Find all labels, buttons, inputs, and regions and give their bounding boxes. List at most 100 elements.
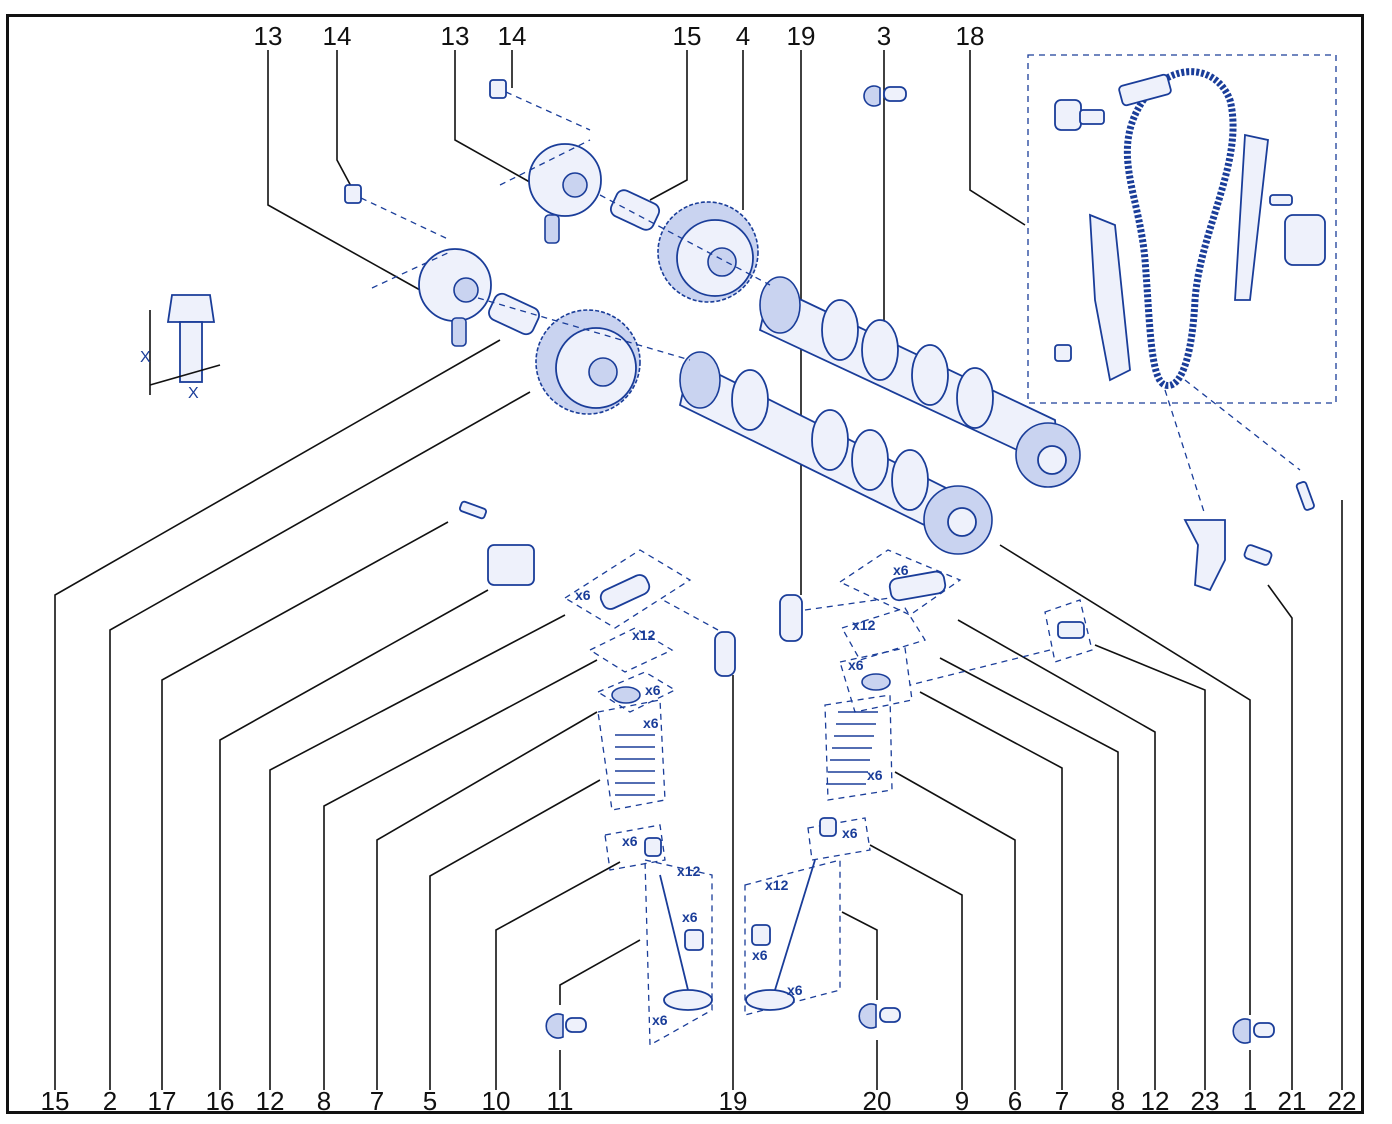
ocv-lower-body xyxy=(488,292,540,336)
bolts-top xyxy=(344,79,591,241)
valve-spring-left xyxy=(615,734,655,796)
bottom-labels: 15 2 17 16 12 8 7 5 10 11 19 20 9 6 7 8 … xyxy=(41,1086,1357,1116)
camshaft-upper-hub xyxy=(1037,445,1067,475)
seal-kit-11-icon xyxy=(545,1013,564,1039)
top-label-13a: 13 xyxy=(254,21,283,51)
axis-lower-a xyxy=(371,251,451,289)
top-label-14a: 14 xyxy=(323,21,352,51)
valve-seal-kit-right xyxy=(751,924,771,946)
leader-bottom-8a xyxy=(323,659,598,1090)
clip-bracket xyxy=(1183,519,1226,592)
bottom-label-12a: 12 xyxy=(256,1086,285,1116)
qty-valve-right: x6 xyxy=(787,982,803,998)
dim-label-bottom: X xyxy=(188,385,199,402)
chain-tensioner-rail xyxy=(1089,213,1131,382)
camshaft-upper-end xyxy=(759,276,801,334)
seal-kit-3 xyxy=(863,85,907,107)
leader-bottom-2 xyxy=(109,391,531,1090)
qty-retainer-left: x6 xyxy=(645,682,661,698)
leader-bottom-1b xyxy=(999,544,1251,1015)
part-23 xyxy=(1057,621,1085,639)
chain-guide-right xyxy=(1234,133,1269,301)
timing-chain-kit-box xyxy=(1027,54,1337,404)
assembly-axes xyxy=(371,139,771,361)
valve-seal-kit-left xyxy=(684,929,704,951)
valve-head-right xyxy=(745,989,795,1011)
seal-kit-1-icon xyxy=(1232,1018,1251,1044)
bolt-head xyxy=(166,294,216,323)
actuator-lower xyxy=(418,248,492,347)
valvetrain-left xyxy=(459,500,736,1047)
actuator-lower-connector xyxy=(451,317,467,347)
leader-top-18 xyxy=(969,50,1026,226)
leader-top-14a xyxy=(336,50,353,189)
box-retainer-left xyxy=(596,671,677,713)
bottom-label-19: 19 xyxy=(719,1086,748,1116)
sprocket-lower-hub xyxy=(588,357,618,387)
pins-21-22 xyxy=(1164,379,1315,592)
qty-seal-right: x6 xyxy=(842,825,858,841)
retainer-left xyxy=(611,686,641,704)
quantity-marks: x6 x12 x6 x6 x6 x12 x6 x6 x6 x12 x6 x6 x… xyxy=(575,562,909,1028)
box-seal-right xyxy=(807,817,871,861)
axis-lifter-19 xyxy=(662,599,719,631)
top-label-3: 3 xyxy=(877,21,891,51)
qty-valve-seal-left: x6 xyxy=(682,909,698,925)
qty-rocker-left: x6 xyxy=(575,587,591,603)
bottom-label-2: 2 xyxy=(103,1086,117,1116)
leader-bottom-8b xyxy=(939,657,1119,1090)
box-valve-left xyxy=(644,859,713,1047)
bottom-label-11: 11 xyxy=(547,1086,574,1116)
kit-bolt-head xyxy=(1054,99,1082,131)
cam-lobe-u1 xyxy=(821,299,859,361)
diagram-frame xyxy=(6,14,1364,1114)
bottom-label-15: 15 xyxy=(41,1086,70,1116)
hydraulic-lifter-19 xyxy=(714,631,736,677)
actuator-lower-center xyxy=(453,277,479,303)
top-label-18: 18 xyxy=(956,21,985,51)
oil-control-valve-lower xyxy=(488,292,540,336)
bottom-label-7a: 7 xyxy=(370,1086,384,1116)
axis-upper-a xyxy=(499,139,591,186)
camshaft-lower xyxy=(678,351,993,555)
qty-valve-seal-right: x6 xyxy=(752,947,768,963)
valve-seal-right xyxy=(819,817,837,837)
bottom-label-21: 21 xyxy=(1278,1086,1307,1116)
actuator-upper xyxy=(528,143,602,244)
seal-kit-11-pack xyxy=(565,1017,587,1033)
camshaft-lower-hub xyxy=(947,507,977,537)
cam-lobe-u2 xyxy=(861,319,899,381)
qty-keepers-left: x12 xyxy=(632,627,656,643)
top-label-14b: 14 xyxy=(498,21,527,51)
leader-bottom-20b xyxy=(841,911,878,1000)
bolt-14-lower-axis xyxy=(360,197,451,241)
valve-spring-right xyxy=(826,711,878,785)
leader-bottom-5 xyxy=(429,779,601,1090)
seal-kit-20-pack xyxy=(879,1007,901,1023)
kit-bolt-shank xyxy=(1079,109,1105,125)
cam-lobe-l3 xyxy=(851,429,889,491)
bottom-label-8b: 8 xyxy=(1111,1086,1125,1116)
seal-kit-20-icon xyxy=(858,1003,877,1029)
leader-bottom-16 xyxy=(219,589,489,1090)
valve-stem-left xyxy=(659,874,689,991)
tensioner-bolt xyxy=(1269,194,1293,206)
qty-rocker-right: x6 xyxy=(893,562,909,578)
qty-retainer-right: x6 xyxy=(848,657,864,673)
top-label-4: 4 xyxy=(736,21,750,51)
leader-bottom-15 xyxy=(54,339,501,1090)
box-keepers-right xyxy=(841,607,926,661)
bolt-17 xyxy=(459,500,487,520)
dim-label-side: X xyxy=(140,349,151,366)
valve-head-left xyxy=(663,989,713,1011)
cam-lobe-u3 xyxy=(911,344,949,406)
leader-lines xyxy=(54,50,1343,1090)
box-seal-left xyxy=(604,824,666,871)
timing-chain-kit xyxy=(1027,54,1337,404)
qty-spring-left: x6 xyxy=(643,715,659,731)
bolt-14-upper xyxy=(489,79,507,99)
qty-spring-right: x6 xyxy=(867,767,883,783)
top-labels: 13 14 13 14 15 4 19 3 18 xyxy=(254,21,985,51)
leader-bottom-23 xyxy=(1094,644,1206,1090)
